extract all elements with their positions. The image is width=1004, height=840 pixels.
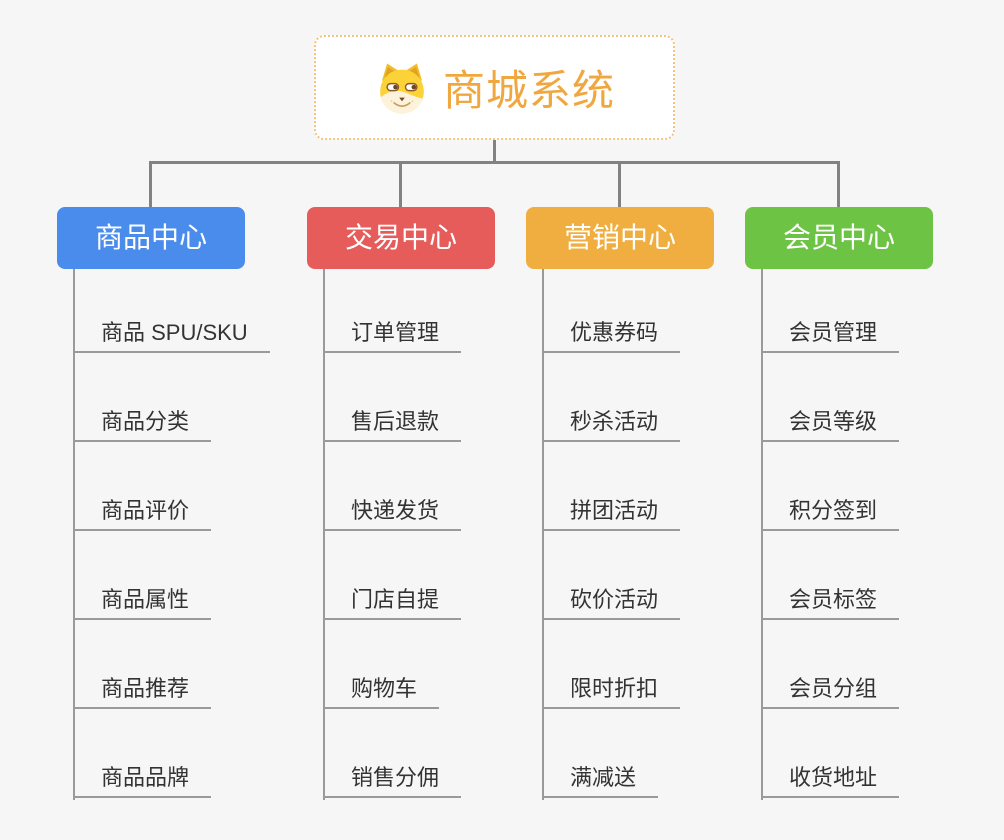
branch-node-marketing-center[interactable]: 营销中心 bbox=[526, 207, 714, 269]
connector-horizontal bbox=[149, 161, 840, 164]
leaf-item[interactable]: 门店自提 bbox=[323, 584, 462, 620]
leaf-item[interactable]: 商品 SPU/SKU bbox=[73, 317, 270, 353]
root-node-mall-system[interactable]: 商城系统 bbox=[314, 35, 675, 140]
leaf-item[interactable]: 会员等级 bbox=[761, 406, 900, 442]
leaf-item[interactable]: 砍价活动 bbox=[542, 584, 681, 620]
leaf-item[interactable]: 会员管理 bbox=[761, 317, 900, 353]
branch-node-trade-center[interactable]: 交易中心 bbox=[307, 207, 495, 269]
root-node-label: 商城系统 bbox=[442, 67, 615, 114]
connector-trunk bbox=[761, 269, 763, 800]
leaf-item[interactable]: 拼团活动 bbox=[542, 495, 681, 531]
connector-trunk bbox=[542, 269, 544, 800]
connector-trunk bbox=[323, 269, 325, 800]
leaf-item[interactable]: 会员分组 bbox=[761, 673, 900, 709]
connector-branch-stem bbox=[399, 161, 402, 208]
connector-branch-stem bbox=[837, 161, 840, 208]
branch-node-member-center[interactable]: 会员中心 bbox=[745, 207, 933, 269]
leaf-item[interactable]: 售后退款 bbox=[323, 406, 462, 442]
dog-face-icon bbox=[380, 63, 424, 113]
branch-node-label: 营销中心 bbox=[563, 222, 676, 253]
leaf-item[interactable]: 优惠券码 bbox=[542, 317, 681, 353]
branch-node-product-center[interactable]: 商品中心 bbox=[57, 207, 245, 269]
leaf-item[interactable]: 销售分佣 bbox=[323, 762, 462, 798]
leaf-item[interactable]: 商品分类 bbox=[73, 406, 212, 442]
leaf-item[interactable]: 购物车 bbox=[323, 673, 440, 709]
connector-branch-stem bbox=[618, 161, 621, 208]
leaf-item[interactable]: 满减送 bbox=[542, 762, 659, 798]
leaf-item[interactable]: 商品评价 bbox=[73, 495, 212, 531]
leaf-item[interactable]: 订单管理 bbox=[323, 317, 462, 353]
leaf-item[interactable]: 会员标签 bbox=[761, 584, 900, 620]
branch-node-label: 会员中心 bbox=[782, 222, 895, 253]
connector-branch-stem bbox=[149, 161, 152, 208]
connector-trunk bbox=[73, 269, 75, 800]
branch-node-label: 商品中心 bbox=[94, 222, 207, 253]
connector-root-stem bbox=[493, 139, 496, 164]
leaf-item[interactable]: 限时折扣 bbox=[542, 673, 681, 709]
leaf-item[interactable]: 商品推荐 bbox=[73, 673, 212, 709]
leaf-item[interactable]: 商品品牌 bbox=[73, 762, 212, 798]
leaf-item[interactable]: 快递发货 bbox=[323, 495, 462, 531]
leaf-item[interactable]: 秒杀活动 bbox=[542, 406, 681, 442]
leaf-item[interactable]: 商品属性 bbox=[73, 584, 212, 620]
leaf-item[interactable]: 收货地址 bbox=[761, 762, 900, 798]
leaf-item[interactable]: 积分签到 bbox=[761, 495, 900, 531]
branch-node-label: 交易中心 bbox=[344, 222, 457, 253]
